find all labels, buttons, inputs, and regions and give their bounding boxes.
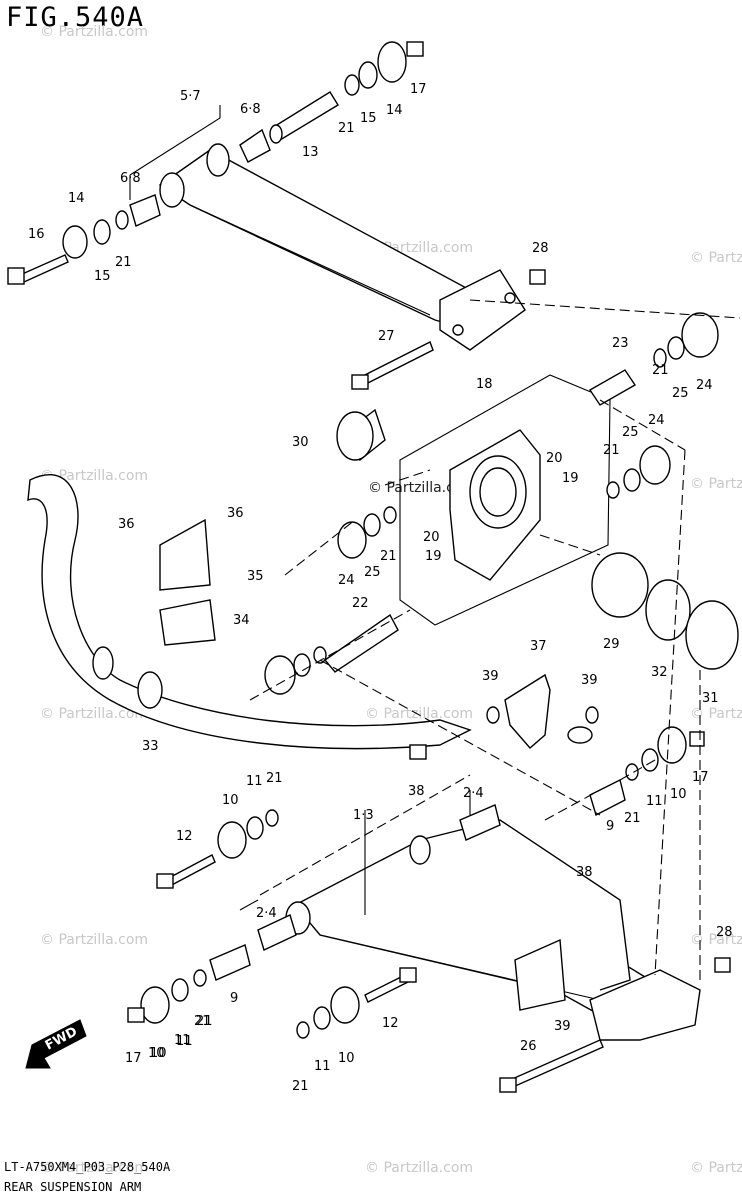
stabilizer-bar (27, 474, 599, 760)
callout-number: 21 (624, 811, 641, 826)
callout-number: 35 (247, 569, 264, 584)
callout-number: 36 (118, 517, 135, 532)
section-name: REAR SUSPENSION ARM (4, 1180, 142, 1194)
lower-arm-assembly (127, 726, 731, 1093)
callout-number: 10 (150, 1046, 167, 1061)
callout-number: 17 (125, 1051, 142, 1066)
callout-number: 38 (576, 865, 593, 880)
callout-number: 20 (546, 451, 563, 466)
cushion-lever-assembly (264, 312, 739, 695)
callout-number: 21 (338, 121, 355, 136)
callout-number: 26 (520, 1039, 537, 1054)
watermark-text: © Partzilla.com (690, 476, 742, 492)
callout-number: 11 (314, 1059, 331, 1074)
callout-number: 12 (176, 829, 193, 844)
callout-number: 27 (378, 329, 395, 344)
callout-number: 17 (692, 770, 709, 785)
callout-number: 5·7 (180, 89, 201, 104)
callout-number: 17 (410, 82, 427, 97)
watermark-text: © Partzilla.com (40, 706, 148, 722)
callout-number: 29 (603, 637, 620, 652)
callout-number: 28 (716, 925, 733, 940)
callout-number: 25 (364, 565, 381, 580)
callout-number: 21 (652, 363, 669, 378)
watermark-text: © Partzilla.com (365, 1160, 473, 1176)
callout-number: 24 (648, 413, 665, 428)
watermark-text: © Partzilla.com (690, 706, 742, 722)
callout-number: 2·4 (463, 786, 484, 801)
watermark-text: © Partzilla.com (690, 1160, 742, 1176)
callout-number: 32 (651, 665, 668, 680)
callout-number: 12 (382, 1016, 399, 1031)
callout-number: 9 (606, 819, 614, 834)
watermark-text: © Partzilla.com (690, 250, 742, 266)
callout-number: 2·4 (256, 906, 277, 921)
watermark-center-text: © Partzilla.com (368, 480, 476, 496)
watermark-text: © Partzilla.com (365, 706, 473, 722)
callout-number: 38 (408, 784, 425, 799)
figure-title: FIG.540A (6, 2, 145, 33)
callout-number: 15 (360, 111, 377, 126)
callout-number: 21 (196, 1014, 213, 1029)
callout-number: 39 (554, 1019, 571, 1034)
callout-number: 31 (702, 691, 719, 706)
callout-number: 21 (380, 549, 397, 564)
upper-arm-assembly (7, 41, 546, 351)
callout-number: 39 (581, 673, 598, 688)
callout-number: 10 (148, 1046, 165, 1061)
callout-number: 10 (222, 793, 239, 808)
callout-number: 19 (425, 549, 442, 564)
watermark-text: © Partzilla.com (40, 468, 148, 484)
watermarks: © Partzilla.com © Partzilla.com © Partzi… (40, 24, 742, 1176)
callout-number: 33 (142, 739, 159, 754)
callout-number: 30 (292, 435, 309, 450)
callout-number: 21 (115, 255, 132, 270)
callout-number: 28 (532, 241, 549, 256)
callout-number: 39 (482, 669, 499, 684)
callout-number: 21 (266, 771, 283, 786)
callout-number: 16 (28, 227, 45, 242)
callout-number: 1·3 (353, 808, 374, 823)
callout-number: 6·8 (240, 102, 261, 117)
callout-number: 22 (352, 596, 369, 611)
callout-number: 10 (670, 787, 687, 802)
fwd-arrow-icon: FWD (25, 1019, 87, 1069)
callout-number: 25 (622, 425, 639, 440)
callout-number: 14 (386, 103, 403, 118)
model-code: LT-A750XM4_P03_P28_540A (4, 1160, 171, 1174)
watermark-text: © Partzilla.com (40, 1160, 148, 1176)
callout-number: 9 (230, 991, 238, 1006)
callout-number: 11 (174, 1033, 191, 1048)
callout-number: 18 (476, 377, 493, 392)
callout-number: 11 (176, 1034, 193, 1049)
callout-number: 11 (646, 794, 663, 809)
watermark-text: © Partzilla.com (690, 932, 742, 948)
watermark-text: © Partzilla.com (40, 24, 148, 40)
watermark-text: © Partzilla.com (40, 932, 148, 948)
callout-number: 21 (194, 1014, 211, 1029)
callout-number: 24 (696, 378, 713, 393)
callout-number: 15 (94, 269, 111, 284)
leader-lines (129, 105, 741, 980)
callout-number: 24 (338, 573, 355, 588)
callout-number: 6·8 (120, 171, 141, 186)
callout-number: 37 (530, 639, 547, 654)
callout-number: 21 (292, 1079, 309, 1094)
callout-number: 14 (68, 191, 85, 206)
callout-number: 19 (562, 471, 579, 486)
callout-number: 10 (338, 1051, 355, 1066)
callout-number: 23 (612, 336, 629, 351)
callout-number: 20 (423, 530, 440, 545)
callout-number: 13 (302, 145, 319, 160)
callout-number: 25 (672, 386, 689, 401)
callout-number: 11 (246, 774, 263, 789)
callout-numbers: 5·7 6·8 6·8 13 21 15 14 17 14 16 15 21 2… (28, 82, 733, 1094)
callout-number: 36 (227, 506, 244, 521)
callout-number: 21 (603, 443, 620, 458)
callout-number: 34 (233, 613, 250, 628)
